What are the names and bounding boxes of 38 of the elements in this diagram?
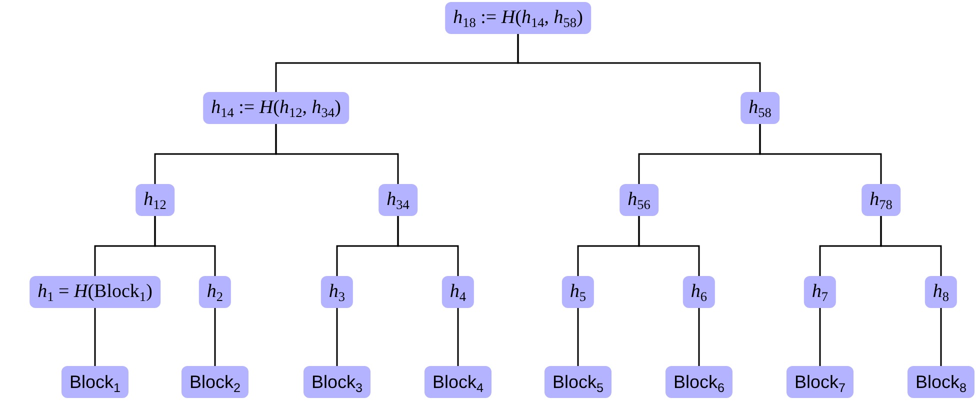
hash-node: h$_{34}$: [378, 184, 418, 216]
hash-node: Block$_{4}$: [424, 366, 492, 398]
hash-node: h$_{56}$: [620, 184, 658, 216]
hash-node: h$_{12}$: [136, 184, 174, 216]
hash-node: h$_{2}$: [198, 276, 232, 308]
tree-connector: [940, 308, 942, 366]
tree-connector: [819, 308, 821, 366]
tree-connector: [698, 308, 700, 366]
hash-node: h$_{3}$: [320, 276, 354, 308]
hash-node: h$_{14}$ := H(h$_{12}$, h$_{34}$): [203, 92, 349, 124]
hash-node: h$_{58}$: [740, 92, 780, 124]
tree-connector: [214, 308, 216, 366]
hash-node: Block$_{7}$: [786, 366, 854, 398]
tree-connector: [759, 124, 882, 184]
hash-node: h$_{18}$ := H(h$_{14}$, h$_{58}$): [445, 2, 591, 34]
tree-connector: [275, 124, 399, 184]
hash-node: Block$_{5}$: [544, 366, 612, 398]
hash-node: Block$_{2}$: [181, 366, 249, 398]
tree-connector: [517, 34, 761, 92]
hash-node: h$_{5}$: [562, 276, 594, 308]
hash-node: Block$_{6}$: [665, 366, 733, 398]
tree-connector: [94, 308, 96, 366]
hash-node: h$_{7}$: [804, 276, 836, 308]
tree-connector: [880, 216, 942, 276]
hash-node: h$_{1}$ = H(Block$_{1}$): [30, 276, 160, 308]
hash-node: Block$_{1}$: [61, 366, 129, 398]
hash-node: Block$_{3}$: [303, 366, 371, 398]
tree-connector: [336, 308, 338, 366]
hash-node: h$_{4}$: [442, 276, 474, 308]
tree-connector: [638, 216, 700, 276]
tree-connector: [397, 216, 459, 276]
hash-node: h$_{78}$: [862, 184, 900, 216]
hash-node: h$_{6}$: [682, 276, 716, 308]
tree-connector: [577, 308, 579, 366]
hash-node: Block$_{8}$: [907, 366, 975, 398]
tree-connector: [154, 216, 216, 276]
tree-connector: [457, 308, 459, 366]
hash-node: h$_{8}$: [924, 276, 958, 308]
